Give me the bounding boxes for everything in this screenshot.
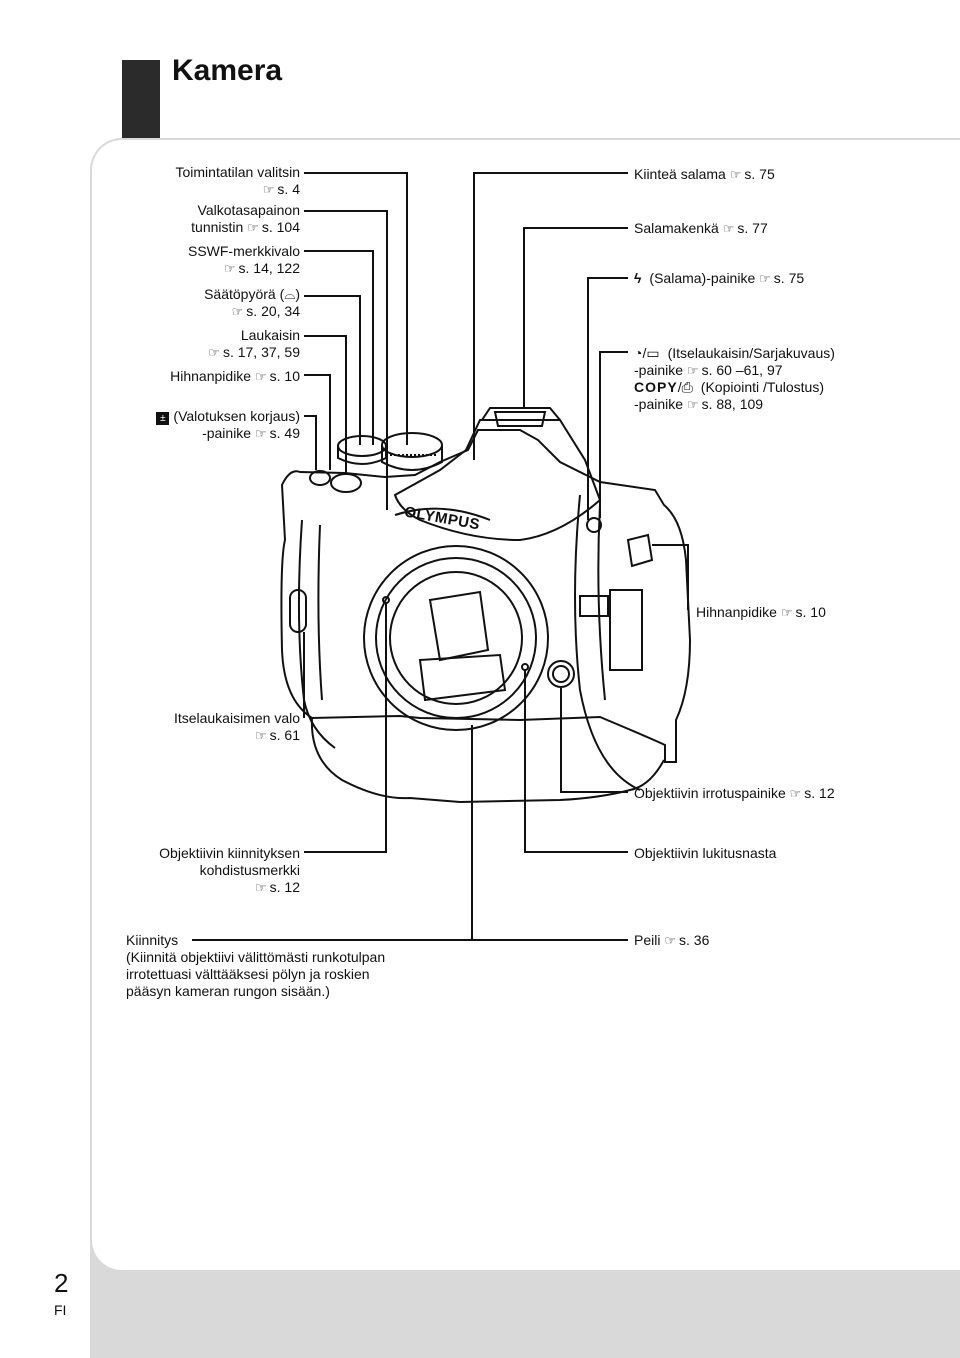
label-flash-fixed: Kiinteä salama ☞s. 75	[634, 166, 775, 182]
label-drive-button: ◔/▭(Itselaukaisin/Sarjakuvaus) -painike …	[634, 345, 835, 412]
sequential-shooting-icon: ▭	[646, 345, 660, 361]
reference-hand-icon: ☞	[686, 397, 699, 412]
lens-release-button	[547, 660, 575, 688]
lens-mount	[363, 545, 549, 731]
shutter-button	[330, 473, 362, 493]
label-lens-release: Objektiivin irrotuspainike ☞s. 12	[634, 785, 835, 801]
reference-hand-icon: ☞	[223, 261, 236, 276]
reference-hand-icon: ☞	[208, 345, 220, 360]
reference-hand-icon: ☞	[789, 786, 802, 801]
label-hot-shoe: Salamakenkä ☞s. 77	[634, 220, 768, 236]
self-timer-lamp	[289, 589, 307, 633]
control-dial-icon: ⌓	[284, 286, 296, 302]
reference-hand-icon: ☞	[231, 304, 244, 319]
mirror	[428, 590, 490, 662]
label-flash-button: ϟ(Salama)-painike ☞s. 75	[634, 270, 805, 286]
reference-hand-icon: ☞	[759, 271, 771, 286]
reference-hand-icon: ☞	[247, 220, 259, 235]
label-shutter: Laukaisin ☞s. 17, 37, 59	[208, 327, 300, 360]
reference-hand-icon: ☞	[664, 933, 676, 948]
label-sswf-lamp: SSWF-merkkivalo ☞s. 14, 122	[187, 243, 300, 276]
label-strap-right: Hihnanpidike ☞s. 10	[696, 604, 826, 620]
label-strap-left: Hihnanpidike ☞s. 10	[170, 368, 300, 384]
reference-hand-icon: ☞	[254, 426, 267, 441]
reference-hand-icon: ☞	[262, 182, 275, 197]
control-dial	[381, 432, 443, 458]
pentaprism	[393, 419, 602, 542]
title-bar-marker	[122, 60, 160, 140]
print-icon: ⎙	[681, 379, 693, 395]
label-mount: Kiinnitys (Kiinnitä objektiivi välittömä…	[126, 932, 386, 999]
hot-shoe	[481, 407, 561, 421]
exposure-compensation-icon: ±	[156, 412, 170, 425]
reference-hand-icon: ☞	[722, 221, 735, 236]
self-timer-icon: ◔	[634, 345, 643, 361]
label-wb-sensor: Valkotasapainon tunnistin ☞s. 104	[191, 202, 300, 235]
label-lens-lock: Objektiivin lukitusnasta	[634, 845, 777, 861]
page-language: FI	[54, 1302, 67, 1318]
reference-hand-icon: ☞	[254, 369, 267, 384]
label-control-dial: Säätöpyörä (⌓) ☞s. 20, 34	[204, 286, 300, 319]
page-number: 2	[54, 1268, 69, 1298]
page-title: Kamera	[172, 54, 283, 87]
reference-hand-icon: ☞	[254, 728, 267, 743]
label-mirror: Peili ☞s. 36	[634, 932, 710, 948]
flash-icon: ϟ	[634, 270, 642, 286]
label-selftimer-lamp: Itselaukaisimen valo ☞s. 61	[173, 710, 300, 743]
copy-icon: COPY	[634, 379, 678, 395]
reference-hand-icon: ☞	[254, 880, 267, 895]
label-lens-mark: Objektiivin kiinnityksen kohdistusmerkki…	[159, 845, 300, 895]
reference-hand-icon: ☞	[729, 167, 742, 182]
camera-body	[280, 429, 692, 763]
reference-hand-icon: ☞	[686, 363, 699, 378]
label-mode-dial: Toimintatilan valitsin ☞s. 4	[175, 164, 301, 197]
label-ev-button: ±(Valotuksen korjaus) -painike ☞s. 49	[156, 408, 300, 442]
reference-hand-icon: ☞	[780, 605, 793, 620]
